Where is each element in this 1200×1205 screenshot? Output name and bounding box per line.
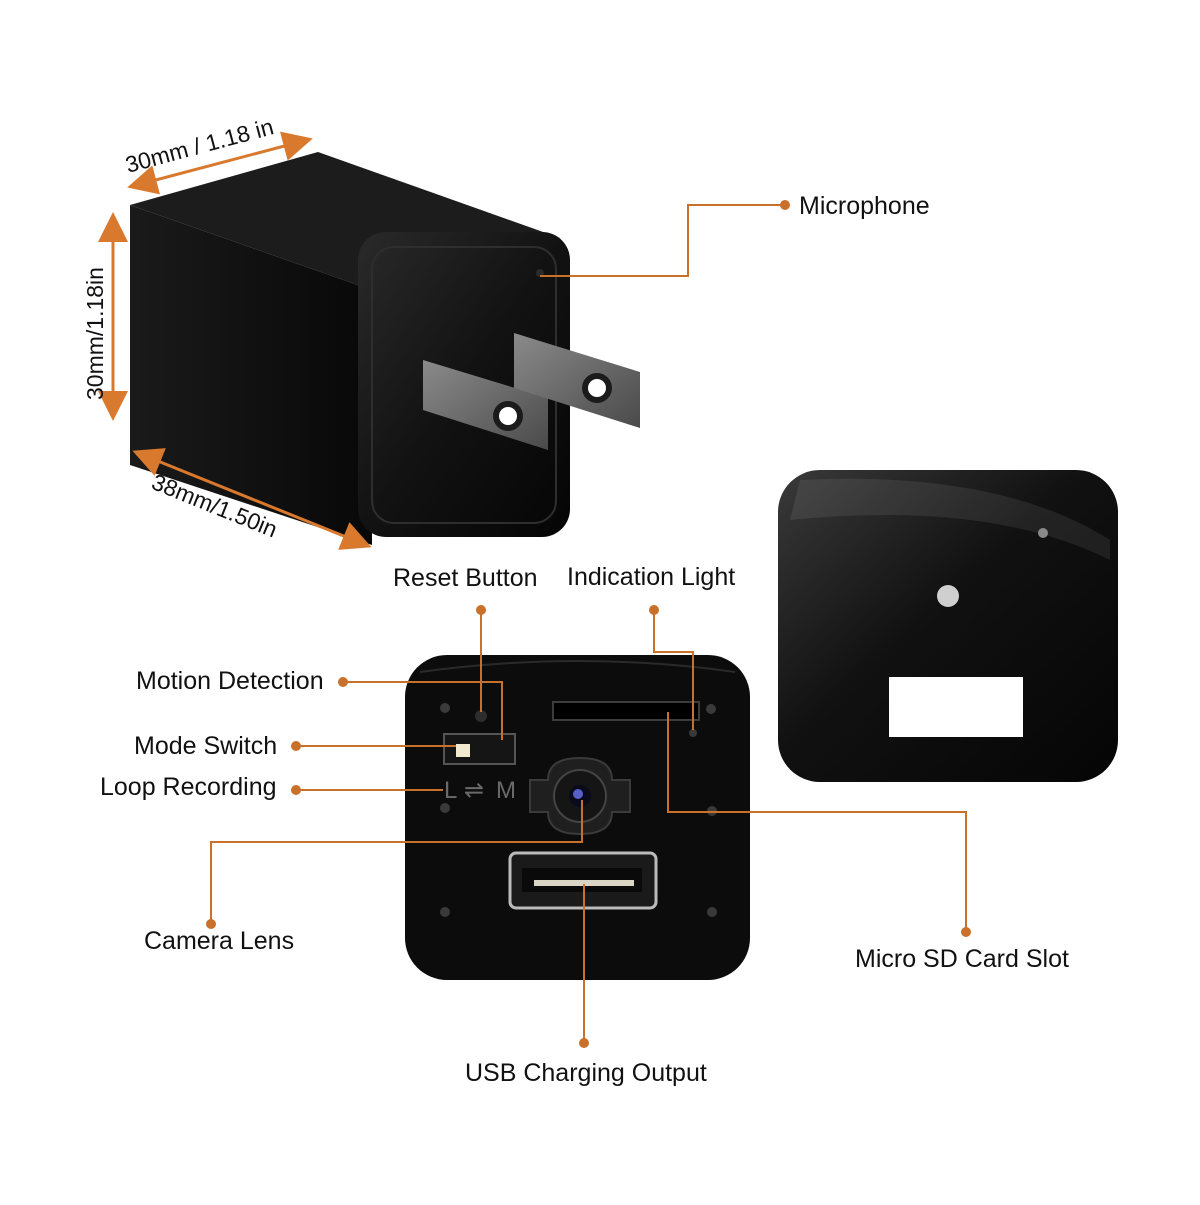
camera-lens xyxy=(529,756,631,836)
front-sensor-dot xyxy=(937,585,959,607)
corner-screw xyxy=(706,704,716,714)
micro-sd-slot xyxy=(552,701,700,721)
switch-mark-l: L xyxy=(444,777,457,804)
front-usb-window xyxy=(889,677,1023,737)
leader-micro-sd xyxy=(667,712,967,932)
charger-front-face xyxy=(778,470,1118,782)
indication-light-dot xyxy=(689,729,697,737)
charger-back-panel xyxy=(405,655,750,980)
plug-prong-right xyxy=(514,333,640,428)
leader-camera-lens xyxy=(210,800,583,924)
dimension-label-left: 30mm/1.18in xyxy=(82,267,108,400)
label-camera-lens: Camera Lens xyxy=(144,927,295,955)
leader-microphone xyxy=(540,204,785,277)
corner-screw xyxy=(440,907,450,917)
charger-cube-illustration xyxy=(98,131,640,550)
label-loop-recording: Loop Recording xyxy=(100,773,277,801)
label-reset-button: Reset Button xyxy=(393,564,538,592)
leader-indication-light xyxy=(653,610,694,730)
label-mode-switch: Mode Switch xyxy=(134,732,278,760)
front-microphone-dot xyxy=(1038,528,1048,538)
leader-dots xyxy=(206,200,971,1048)
dimension-arrow-bottom xyxy=(132,448,372,550)
leader-lines xyxy=(210,204,967,1043)
label-microphone: Microphone xyxy=(799,192,930,220)
reset-button-hole xyxy=(475,710,487,722)
label-micro-sd-card-slot: Micro SD Card Slot xyxy=(855,945,1069,973)
dimension-arrow-top xyxy=(127,131,313,195)
switch-mark-m: M xyxy=(496,777,516,804)
leader-motion-detection xyxy=(343,681,503,740)
label-usb-charging-output: USB Charging Output xyxy=(465,1059,707,1087)
switch-mark-arrows: ⇌ xyxy=(464,776,484,804)
label-indication-light: Indication Light xyxy=(567,563,736,591)
corner-screw xyxy=(707,907,717,917)
corner-screw xyxy=(440,703,450,713)
mode-switch xyxy=(443,733,516,765)
corner-screw xyxy=(440,803,450,813)
plug-prong-left xyxy=(423,360,548,450)
usb-port xyxy=(508,851,658,910)
label-motion-detection: Motion Detection xyxy=(136,667,324,695)
